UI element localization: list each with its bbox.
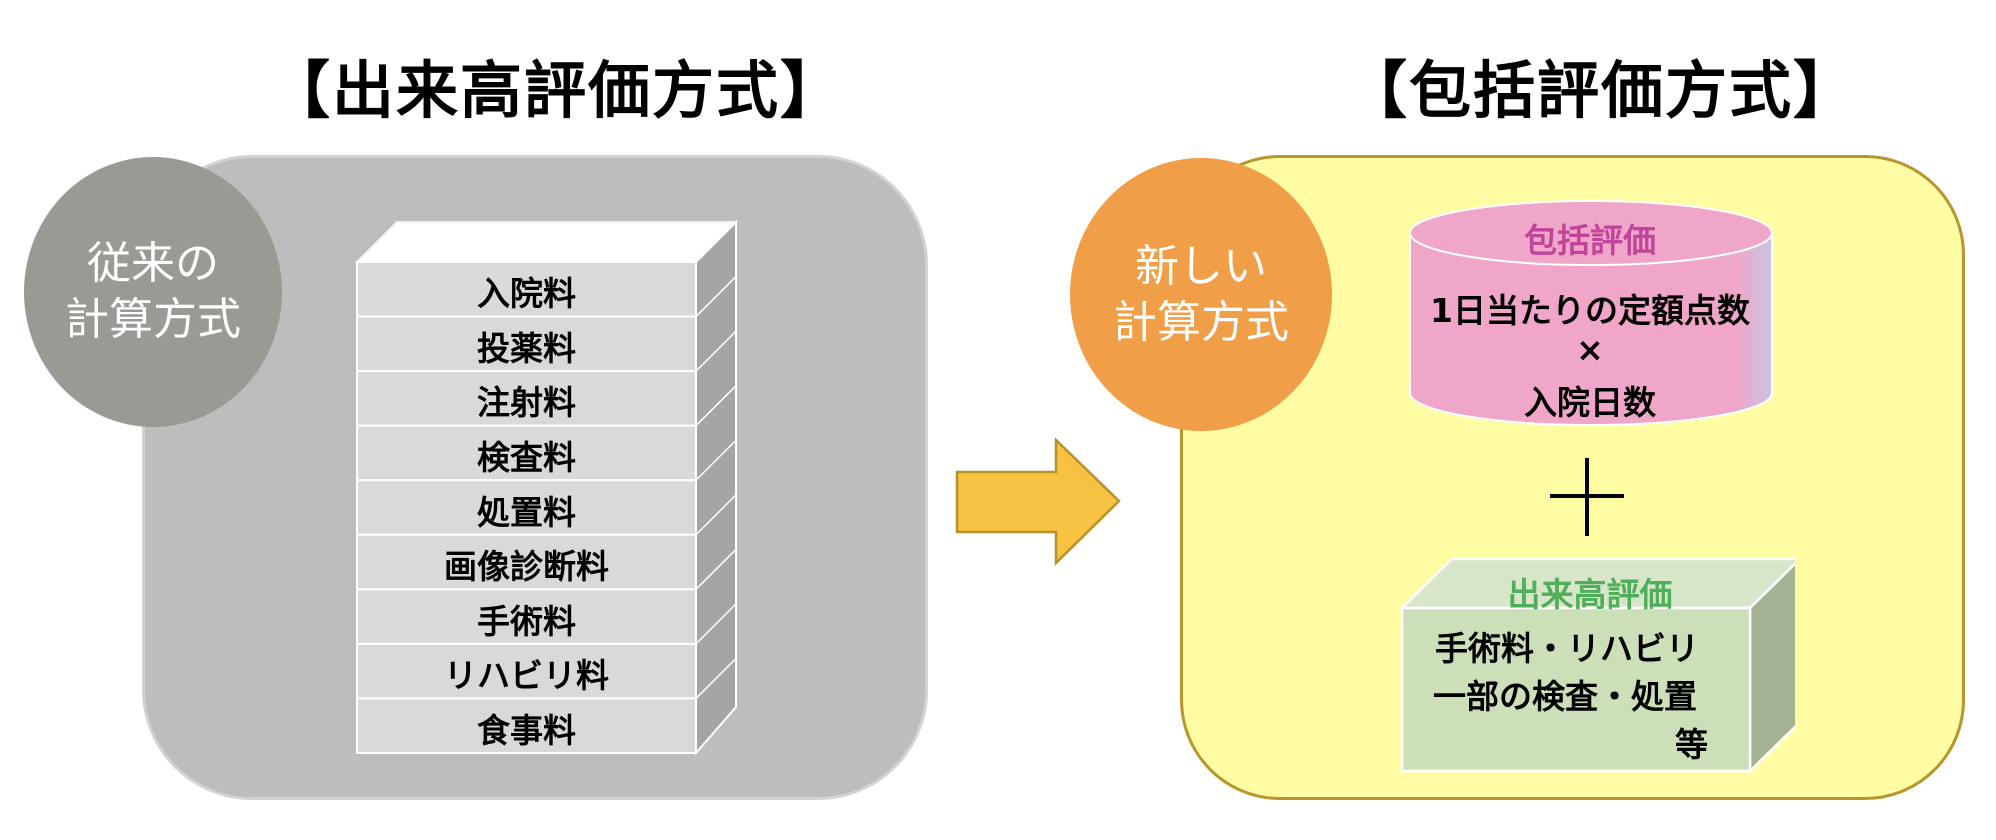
heading-bundled-payment: 【包括評価方式】 [1345, 54, 1858, 127]
stack-side-divider [695, 439, 737, 481]
stack-side-divider [695, 330, 737, 372]
new-method-badge: 新しい 計算方式 [1070, 158, 1332, 431]
cylinder-body [1409, 232, 1773, 426]
stack-top-face [354, 221, 739, 263]
stack-item-label: リハビリ料 [444, 656, 609, 696]
stack-side-divider [695, 657, 737, 699]
cylinder-line: × [1576, 330, 1604, 369]
box-line: 一部の検査・処置 [1433, 677, 1697, 716]
bundled-evaluation-cylinder [1409, 200, 1773, 426]
stack-side-divider [695, 385, 737, 427]
badge-line: 従来の [87, 238, 219, 289]
cylinder-line: 入院日数 [1524, 383, 1656, 422]
heading-fee-for-service: 【出来高評価方式】 [268, 54, 845, 127]
box-front-face [1400, 606, 1752, 773]
traditional-method-badge: 従来の 計算方式 [24, 157, 282, 427]
stack-side-face [695, 219, 737, 756]
box-line: 等 [1675, 725, 1708, 764]
stack-item-label: 画像診断料 [444, 547, 609, 587]
right-arrow-icon [955, 438, 1121, 566]
stack-row [356, 315, 697, 373]
stack-side-divider [695, 603, 737, 645]
stack-item-label: 検査料 [477, 437, 576, 477]
stack-row [356, 479, 697, 536]
badge-line: 計算方式 [65, 294, 241, 345]
badge-line: 新しい [1135, 240, 1267, 292]
stack-side-divider [695, 548, 737, 590]
stack-side-divider [695, 494, 737, 536]
stack-row [356, 697, 697, 755]
cylinder-title: 包括評価 [1524, 221, 1656, 260]
box-line: 手術料・リハビリ [1435, 629, 1699, 668]
stack-row [356, 370, 697, 427]
stack-item-label: 食事料 [477, 710, 576, 750]
stack-item-label: 注射料 [477, 383, 576, 423]
cylinder-top [1409, 200, 1773, 266]
stack-row [356, 642, 697, 700]
stack-side-divider [695, 276, 737, 318]
stack-item-label: 手術料 [477, 601, 576, 641]
stack-row [356, 533, 697, 591]
plus-vertical-bar [1585, 458, 1589, 536]
stack-item-label: 処置料 [477, 492, 576, 532]
cylinder-line: 1日当たりの定額点数 [1430, 291, 1750, 330]
fee-stack-block [354, 219, 739, 756]
stack-item-label: 入院料 [477, 274, 576, 314]
stack-item-label: 投薬料 [477, 328, 576, 368]
plus-sign: ＋ [1550, 458, 1630, 536]
fee-for-service-box [1398, 557, 1795, 774]
box-title: 出来高評価 [1507, 575, 1673, 614]
badge-line: 計算方式 [1113, 296, 1289, 348]
